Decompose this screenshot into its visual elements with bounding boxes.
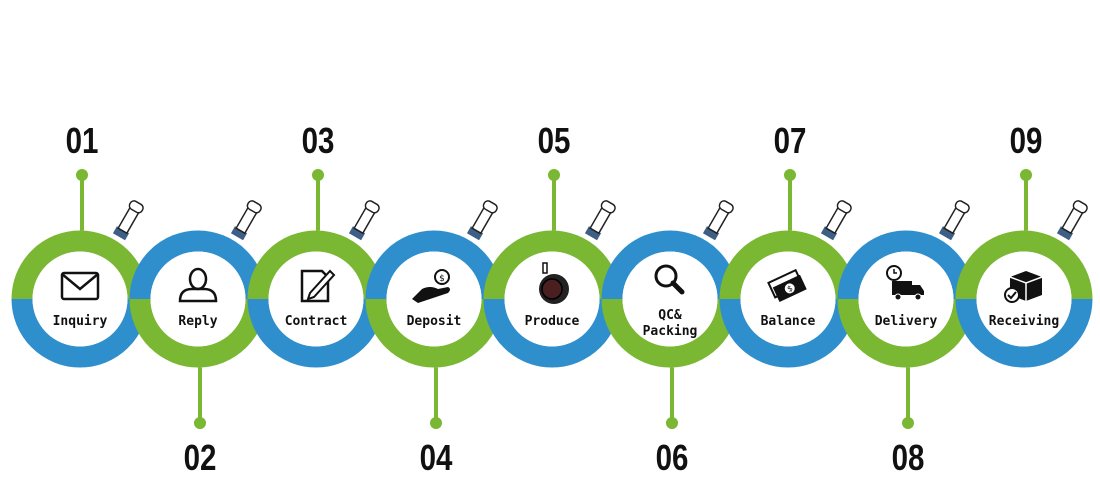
step-number: 01 <box>66 120 99 160</box>
step-circle <box>150 251 246 347</box>
tube-decoration-icon <box>584 200 616 241</box>
caster-wheel-icon <box>539 262 569 304</box>
step-number: 05 <box>538 120 571 160</box>
connector-dot <box>76 169 88 181</box>
step-number: 03 <box>302 120 335 160</box>
process-step-07: 07 $ Balance <box>719 120 857 368</box>
tube-decoration-icon <box>348 200 380 241</box>
svg-text:$: $ <box>439 274 445 284</box>
connector-dot <box>1020 169 1032 181</box>
process-step-02: 02 Reply <box>129 200 267 478</box>
document-pen-icon <box>300 269 336 303</box>
ring-bottom <box>719 298 857 368</box>
ring-top <box>11 230 149 300</box>
tube-decoration-icon <box>820 200 852 241</box>
step-label: Inquiry <box>53 314 108 329</box>
step-label: Contract <box>285 314 348 329</box>
step-number: 08 <box>892 437 925 477</box>
ring-top <box>955 230 1093 300</box>
step-label: Delivery <box>875 314 938 329</box>
ring-top <box>483 230 621 300</box>
svg-text:$: $ <box>786 284 794 294</box>
tube-decoration-icon <box>466 200 498 241</box>
step-number: 09 <box>1010 120 1043 160</box>
tube-decoration-icon <box>112 200 144 241</box>
step-label: Produce <box>525 314 580 329</box>
tube-decoration-icon <box>938 200 970 241</box>
ring-bottom <box>11 298 149 368</box>
envelope-icon <box>60 271 100 301</box>
connector-dot <box>666 417 678 429</box>
step-label: Packing <box>643 324 698 339</box>
step-label: Reply <box>178 314 217 329</box>
ring-top <box>247 230 385 300</box>
package-check-icon <box>1004 271 1043 303</box>
process-step-08: 08 Delivery <box>837 200 975 478</box>
ring-top <box>719 230 857 300</box>
step-number: 06 <box>656 437 689 477</box>
ring-top <box>601 230 739 300</box>
step-number: 02 <box>184 437 217 477</box>
ring-top <box>129 230 267 300</box>
ring-bottom <box>129 298 267 368</box>
step-circle <box>740 251 836 347</box>
tube-decoration-icon <box>1056 200 1088 241</box>
connector-dot <box>784 169 796 181</box>
step-circle <box>268 251 364 347</box>
ring-bottom <box>601 298 739 368</box>
tube-decoration-icon <box>230 200 262 241</box>
step-circle <box>386 251 482 347</box>
step-label: Receiving <box>989 314 1059 329</box>
ring-top <box>837 230 975 300</box>
ring-bottom <box>365 298 503 368</box>
connector-dot <box>548 169 560 181</box>
connector-dot <box>902 417 914 429</box>
connector-dot <box>312 169 324 181</box>
step-label: Deposit <box>407 314 462 329</box>
ring-bottom <box>837 298 975 368</box>
step-label: Balance <box>761 314 816 329</box>
banknotes-icon: $ <box>767 268 807 302</box>
hand-coin-icon: $ <box>412 269 450 303</box>
step-circle <box>858 251 954 347</box>
person-icon <box>178 267 218 303</box>
process-step-06: 06 QC&Packing <box>601 200 739 478</box>
delivery-truck-icon <box>886 265 924 301</box>
step-number: 04 <box>420 437 453 477</box>
step-circle <box>622 251 718 347</box>
ring-bottom <box>483 298 621 368</box>
connector-dot <box>430 417 442 429</box>
ring-bottom <box>955 298 1093 368</box>
step-number: 07 <box>774 120 807 160</box>
magnifier-icon <box>654 264 685 295</box>
process-step-04: 04 $ Deposit <box>365 200 503 478</box>
tube-decoration-icon <box>702 200 734 241</box>
connector-dot <box>194 417 206 429</box>
ring-bottom <box>247 298 385 368</box>
step-label: QC& <box>658 308 682 323</box>
ring-top <box>365 230 503 300</box>
